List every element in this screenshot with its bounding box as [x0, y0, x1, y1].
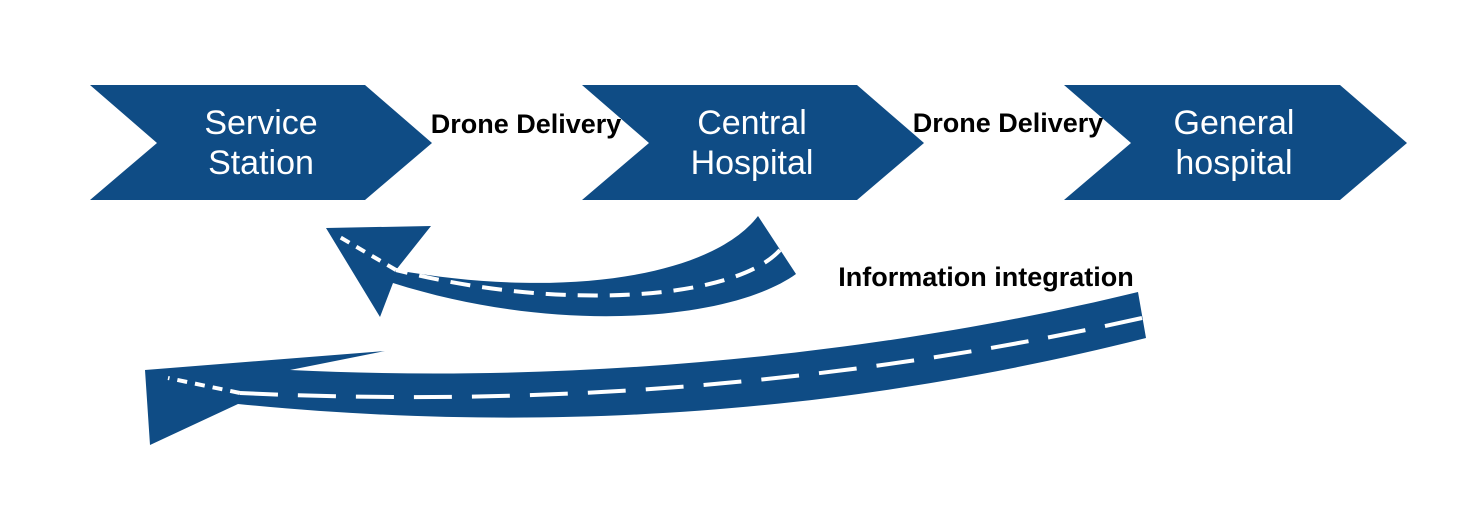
node-central-hospital: Central Hospital: [582, 85, 924, 200]
node-label-line1: Service: [204, 104, 317, 142]
road-arrow-upper-dash: [395, 248, 782, 298]
node-label-line2: Station: [208, 144, 314, 182]
road-arrow-lower: [145, 292, 1146, 445]
edge-label-drone-delivery-1: Drone Delivery: [431, 109, 622, 139]
chevron-shape: [90, 85, 432, 200]
node-label-line2: hospital: [1175, 144, 1292, 182]
road-arrow-upper: [326, 216, 796, 317]
node-general-hospital: General hospital: [1064, 85, 1407, 200]
road-arrow-upper-tip-dash: [336, 234, 398, 272]
chevron-shape: [1064, 85, 1407, 200]
edge-label-drone-delivery-2: Drone Delivery: [913, 108, 1104, 138]
road-arrow-upper-body: [326, 216, 796, 317]
node-label-line2: Hospital: [691, 144, 814, 182]
node-label-line1: General: [1174, 104, 1295, 142]
road-arrow-lower-tip-dash: [167, 376, 241, 395]
feedback-label-information-integration: Information integration: [838, 262, 1133, 292]
road-arrow-lower-body: [145, 292, 1146, 445]
node-service-station: Service Station: [90, 85, 432, 200]
node-label-line1: Central: [697, 104, 807, 142]
chevron-shape: [582, 85, 924, 200]
road-arrow-lower-dash: [239, 316, 1143, 400]
